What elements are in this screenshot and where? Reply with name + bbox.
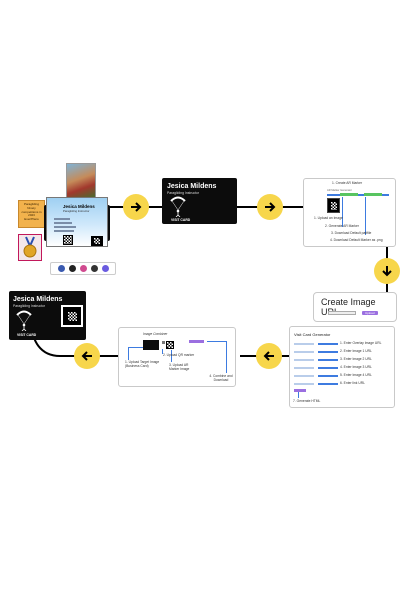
generator-step: 5. Enter Image 4 URL	[340, 373, 372, 377]
visit-card-label: VISIT CARD	[171, 218, 191, 222]
combiner-step: 4. Combine and Download	[209, 374, 233, 383]
flyer-line: Ever/Plans	[24, 217, 39, 221]
website-icon[interactable]	[101, 265, 109, 272]
flyer-line: 2023	[28, 213, 35, 218]
marker-subtitle: AR Marker Generator	[327, 189, 352, 192]
paraglider-icon	[170, 196, 186, 217]
upload-button[interactable]: Upload	[362, 311, 378, 315]
combined-marker-preview	[166, 341, 174, 349]
facebook-icon[interactable]	[57, 265, 65, 272]
collage-card-details	[51, 216, 81, 234]
generator-step: 2. Enter Image 1 URL	[340, 349, 372, 353]
instagram-icon[interactable]	[79, 265, 87, 272]
arrow-down-icon	[374, 258, 400, 284]
marker-step-title: 1. Create AR Marker	[332, 181, 363, 185]
competition-flyer: Paragliding Ninety competitions in 2023 …	[18, 200, 45, 228]
arrow-left-icon	[74, 343, 100, 369]
collage-card-marker	[91, 236, 103, 246]
flyer-line: competitions in	[21, 209, 42, 214]
final-card-marker	[61, 305, 83, 327]
arrow-right-icon	[257, 194, 283, 220]
x-icon[interactable]	[68, 265, 76, 272]
combine-button[interactable]	[189, 340, 204, 343]
generate-button[interactable]	[294, 389, 306, 392]
visit-card-generator-panel: Visit Card Generator 1. Enter Overlay Im…	[289, 326, 395, 408]
marker-step: 1. Upload an Image	[314, 216, 343, 220]
arrow-right-icon	[123, 194, 149, 220]
combiner-step: 3. Upload AR Marker Image	[169, 363, 190, 372]
generator-step: 6. Enter link URL	[340, 381, 365, 385]
combined-card-preview	[143, 340, 159, 350]
final-card-name: Jesica Mildens	[13, 296, 63, 303]
medal-icon	[23, 236, 37, 258]
portrait-photo	[66, 163, 96, 198]
visit-card-preview: Jesica Mildens Paragliding Instructor VI…	[162, 178, 237, 224]
marker-step: 3. Download Default pattfile	[331, 231, 372, 235]
tiktok-icon[interactable]	[90, 265, 98, 272]
generator-step: 3. Enter Image 2 URL	[340, 357, 372, 361]
flyer-line: Paragliding	[23, 202, 39, 206]
final-card-label: VISIT CARD	[17, 333, 37, 337]
combiner-title: Image Combiner	[143, 332, 168, 336]
combiner-step: 1. Upload Target Image (Business Card)	[125, 360, 160, 369]
generator-title: Visit Card Generator	[294, 332, 331, 337]
flyer-line: Ninety	[27, 205, 36, 210]
collage-card-qr	[63, 235, 73, 245]
download-button-bar[interactable]	[364, 193, 382, 196]
input-row[interactable]	[294, 383, 314, 385]
input-row[interactable]	[294, 367, 314, 369]
generator-step: 7. Generate HTML	[293, 399, 321, 403]
collage-card-title: Paragliding Instructor	[63, 209, 90, 213]
input-row[interactable]	[294, 343, 314, 345]
create-image-url-panel: Create Image URL Upload	[313, 292, 397, 322]
final-card-title: Paragliding Instructor	[13, 304, 46, 308]
marker-step: 2. Generate AR Marker	[325, 224, 359, 228]
input-row[interactable]	[294, 351, 314, 353]
generator-step: 4. Enter Image 3 URL	[340, 365, 372, 369]
generate-button-bar[interactable]	[340, 193, 358, 196]
connector-line	[327, 194, 389, 196]
visit-card-name: Jesica Mildens	[167, 183, 217, 190]
file-input[interactable]	[328, 311, 356, 315]
generator-step: 1. Enter Overlay Image URL	[340, 341, 382, 345]
input-row[interactable]	[294, 359, 314, 361]
collage-card-name: Jesica Mildens	[63, 204, 95, 209]
social-icons-bar	[50, 262, 116, 275]
marker-step: 4. Download Default Marker as .png	[330, 238, 383, 242]
paraglider-icon	[16, 310, 32, 331]
marker-preview	[327, 198, 340, 213]
ar-marker-panel: 1. Create AR Marker AR Marker Generator …	[303, 178, 396, 247]
visit-card-title: Paragliding Instructor	[167, 191, 200, 195]
collage-card-front: Jesica Mildens Paragliding Instructor	[46, 197, 108, 247]
image-combiner-panel: Image Combiner 1. Upload Target Image (B…	[118, 327, 236, 387]
final-visit-card: Jesica Mildens Paragliding Instructor VI…	[9, 291, 86, 340]
arrow-left-icon	[256, 343, 282, 369]
combiner-step: 2. Upload QR marker	[163, 353, 195, 357]
input-row[interactable]	[294, 375, 314, 377]
medal-photo	[18, 234, 42, 261]
